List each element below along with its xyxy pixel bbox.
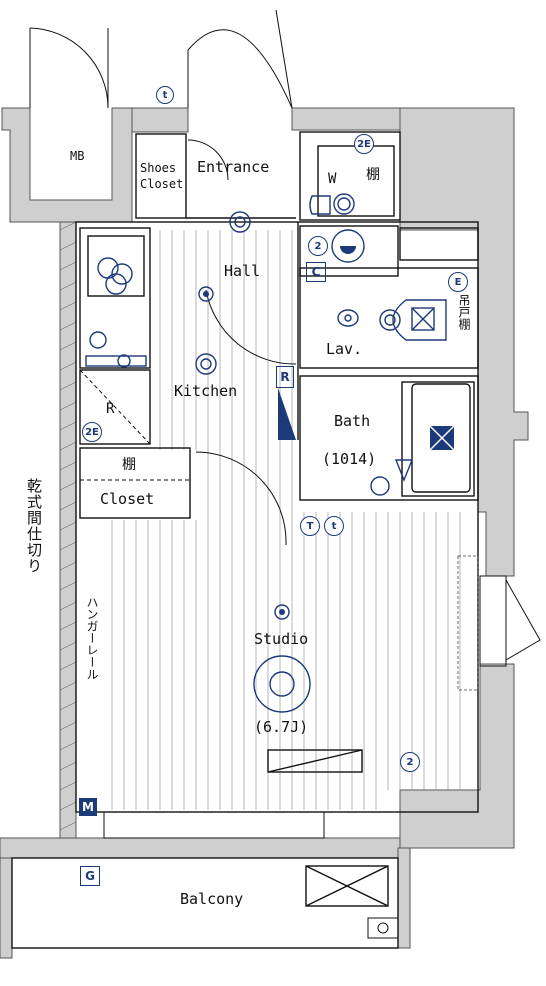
interior-lines [11, 131, 507, 949]
flooring [111, 230, 461, 810]
two-outlet-lav: 2 [308, 236, 328, 256]
studio-size-label: (6.7J) [254, 718, 309, 736]
bath-label: Bath [334, 412, 371, 430]
filled-mark-bath-x [429, 425, 455, 451]
entrance-label: Entrance [197, 158, 270, 176]
t-small-outlet-top: t [156, 86, 174, 104]
shoes-closet-label-1: Shoes [140, 161, 177, 175]
refrigerator-label: R [106, 401, 115, 417]
hanger-rail-label: ハンガーレール [85, 596, 99, 680]
hall-label: Hall [224, 262, 261, 280]
w-shelf-label: 棚 [366, 167, 380, 183]
closet-label: Closet [100, 490, 155, 508]
fixtures [85, 193, 447, 713]
e-outlet-lav: E [448, 272, 468, 292]
two-e-outlet-kitchen: 2E [82, 422, 102, 442]
lav-label: Lav. [326, 340, 363, 358]
r-symbol: R [276, 366, 294, 388]
two-e-outlet-w: 2E [354, 134, 374, 154]
w-label: W [328, 171, 337, 187]
filled-marks [203, 246, 454, 615]
walls [0, 107, 529, 959]
t-outlet-studio: T [300, 516, 320, 536]
m-symbol: M [79, 798, 97, 816]
g-symbol: G [80, 866, 100, 886]
two-outlet-studio: 2 [400, 752, 420, 772]
mb-label: MB [70, 149, 85, 163]
c-symbol: C [306, 262, 326, 282]
t-small-outlet-studio: t [324, 516, 344, 536]
dryer-partition-label: 乾式間仕切り [25, 478, 43, 574]
doors [29, 9, 541, 661]
outdoor-unit [367, 917, 399, 939]
closet-shelf-label: 棚 [122, 457, 136, 473]
tsuri-shelf-label: 吊戸棚 [457, 294, 471, 330]
shoes-closet-label-2: Closet [140, 177, 184, 191]
bath-size-label: (1014) [322, 450, 377, 468]
left-wall-hatch [59, 221, 77, 831]
balcony-label: Balcony [180, 890, 244, 908]
kitchen-label: Kitchen [174, 382, 238, 400]
studio-label: Studio [254, 630, 309, 648]
studio-window-dashed [457, 555, 479, 691]
